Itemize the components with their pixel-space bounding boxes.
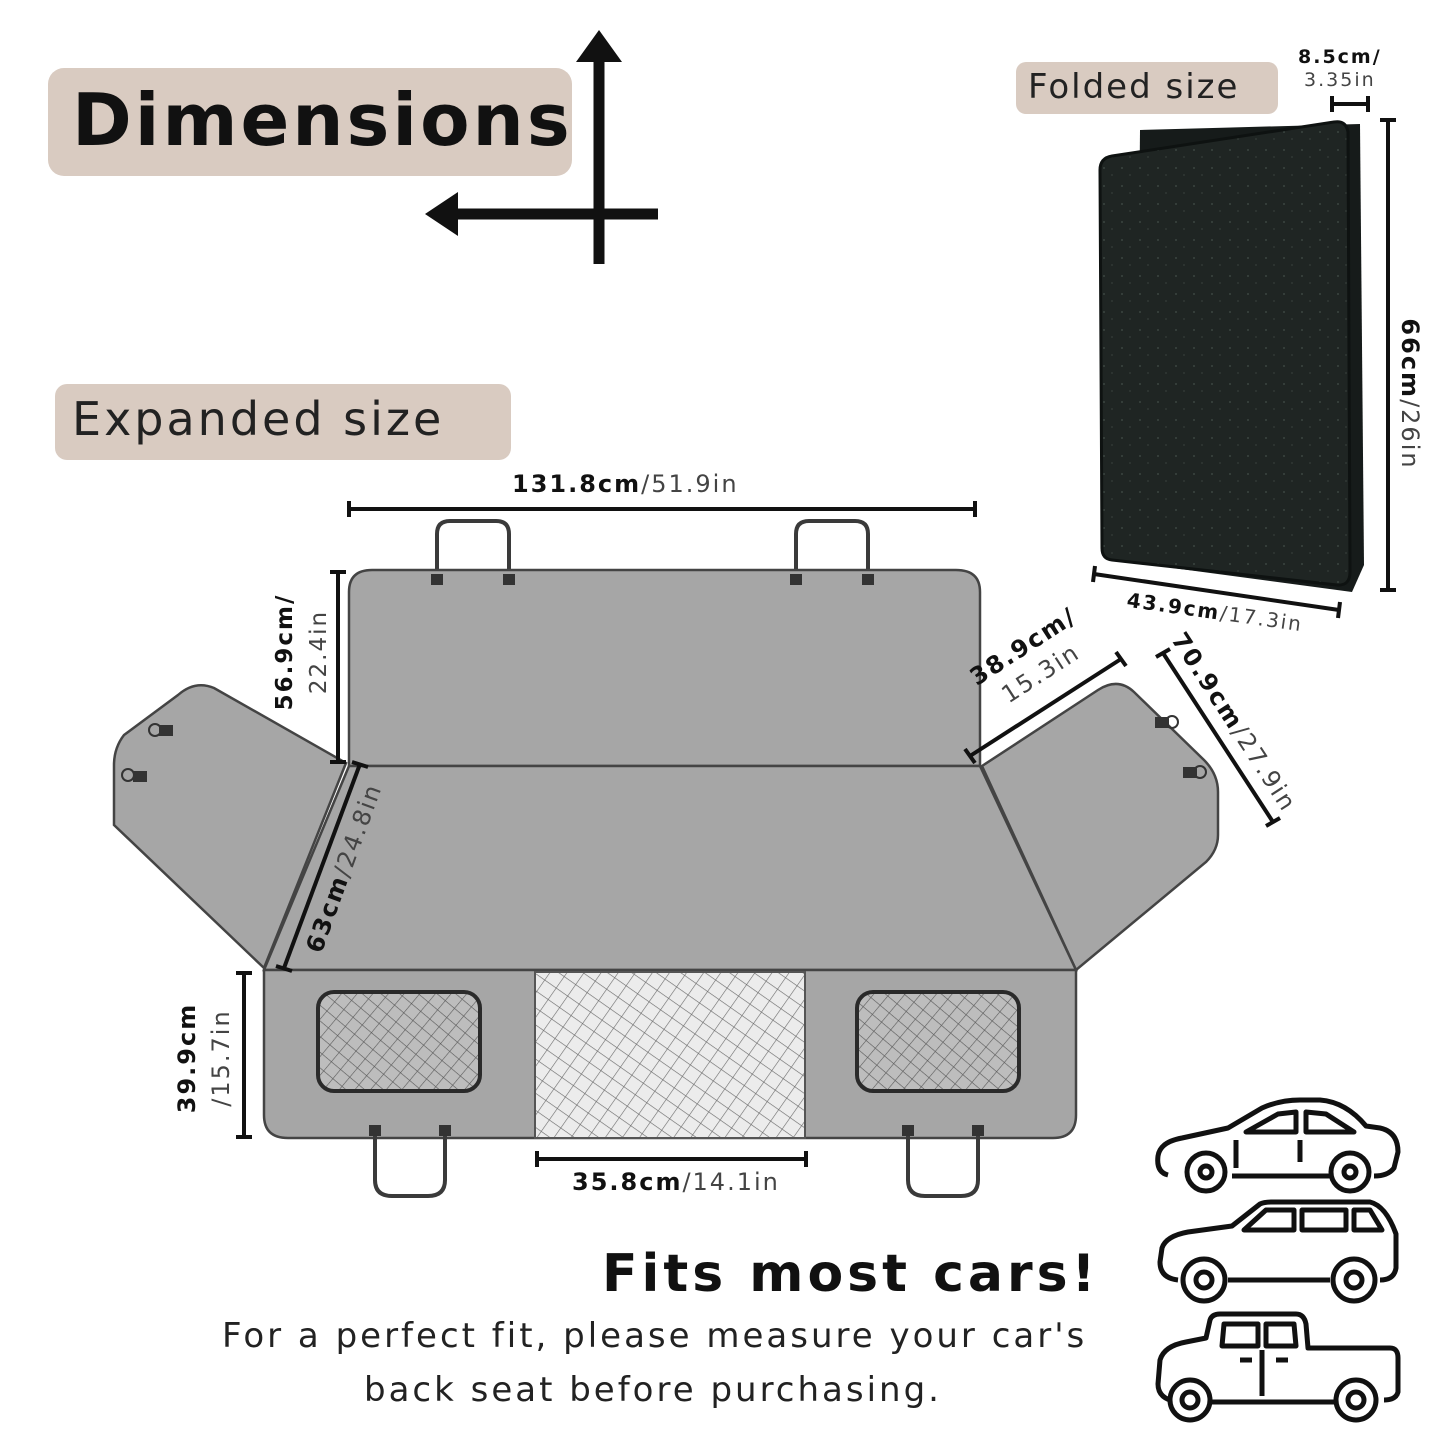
expanded-dimension-lines — [236, 501, 1281, 1167]
expanded-size-badge — [55, 384, 511, 460]
expanded-cover — [112, 519, 1220, 1198]
folded-thickness-label: 8.5cm/3.35in — [1298, 46, 1382, 91]
folded-size-badge — [1016, 62, 1278, 114]
folded-height-label: 66cm/26in — [1396, 318, 1424, 470]
title-badge — [48, 68, 572, 176]
pickup-truck-icon — [1155, 1311, 1401, 1423]
folded-pad — [1098, 120, 1364, 592]
folded-size-label: Folded size — [1028, 67, 1240, 107]
suv-car-icon — [1157, 1199, 1399, 1304]
headrest-straps — [435, 519, 870, 578]
page-title: Dimensions — [72, 78, 573, 162]
folded-dimension-lines — [1091, 96, 1396, 619]
mesh-width-label: 35.8cm/14.1in — [572, 1168, 780, 1196]
fits-headline: Fits most cars! — [602, 1244, 1100, 1304]
fit-note-line-1: For a perfect fit, please measure your c… — [222, 1316, 1088, 1356]
fit-note-line-2: back seat before purchasing. — [364, 1370, 942, 1410]
axes-arrows-icon — [425, 30, 658, 264]
top-width-label: 131.8cm/51.9in — [512, 470, 739, 498]
sedan-car-icon — [1155, 1097, 1401, 1194]
front-flap-height-label: 39.9cm/15.7in — [173, 1002, 235, 1114]
back-height-label: 56.9cm/22.4in — [272, 593, 332, 711]
expanded-size-label: Expanded size — [72, 392, 445, 446]
